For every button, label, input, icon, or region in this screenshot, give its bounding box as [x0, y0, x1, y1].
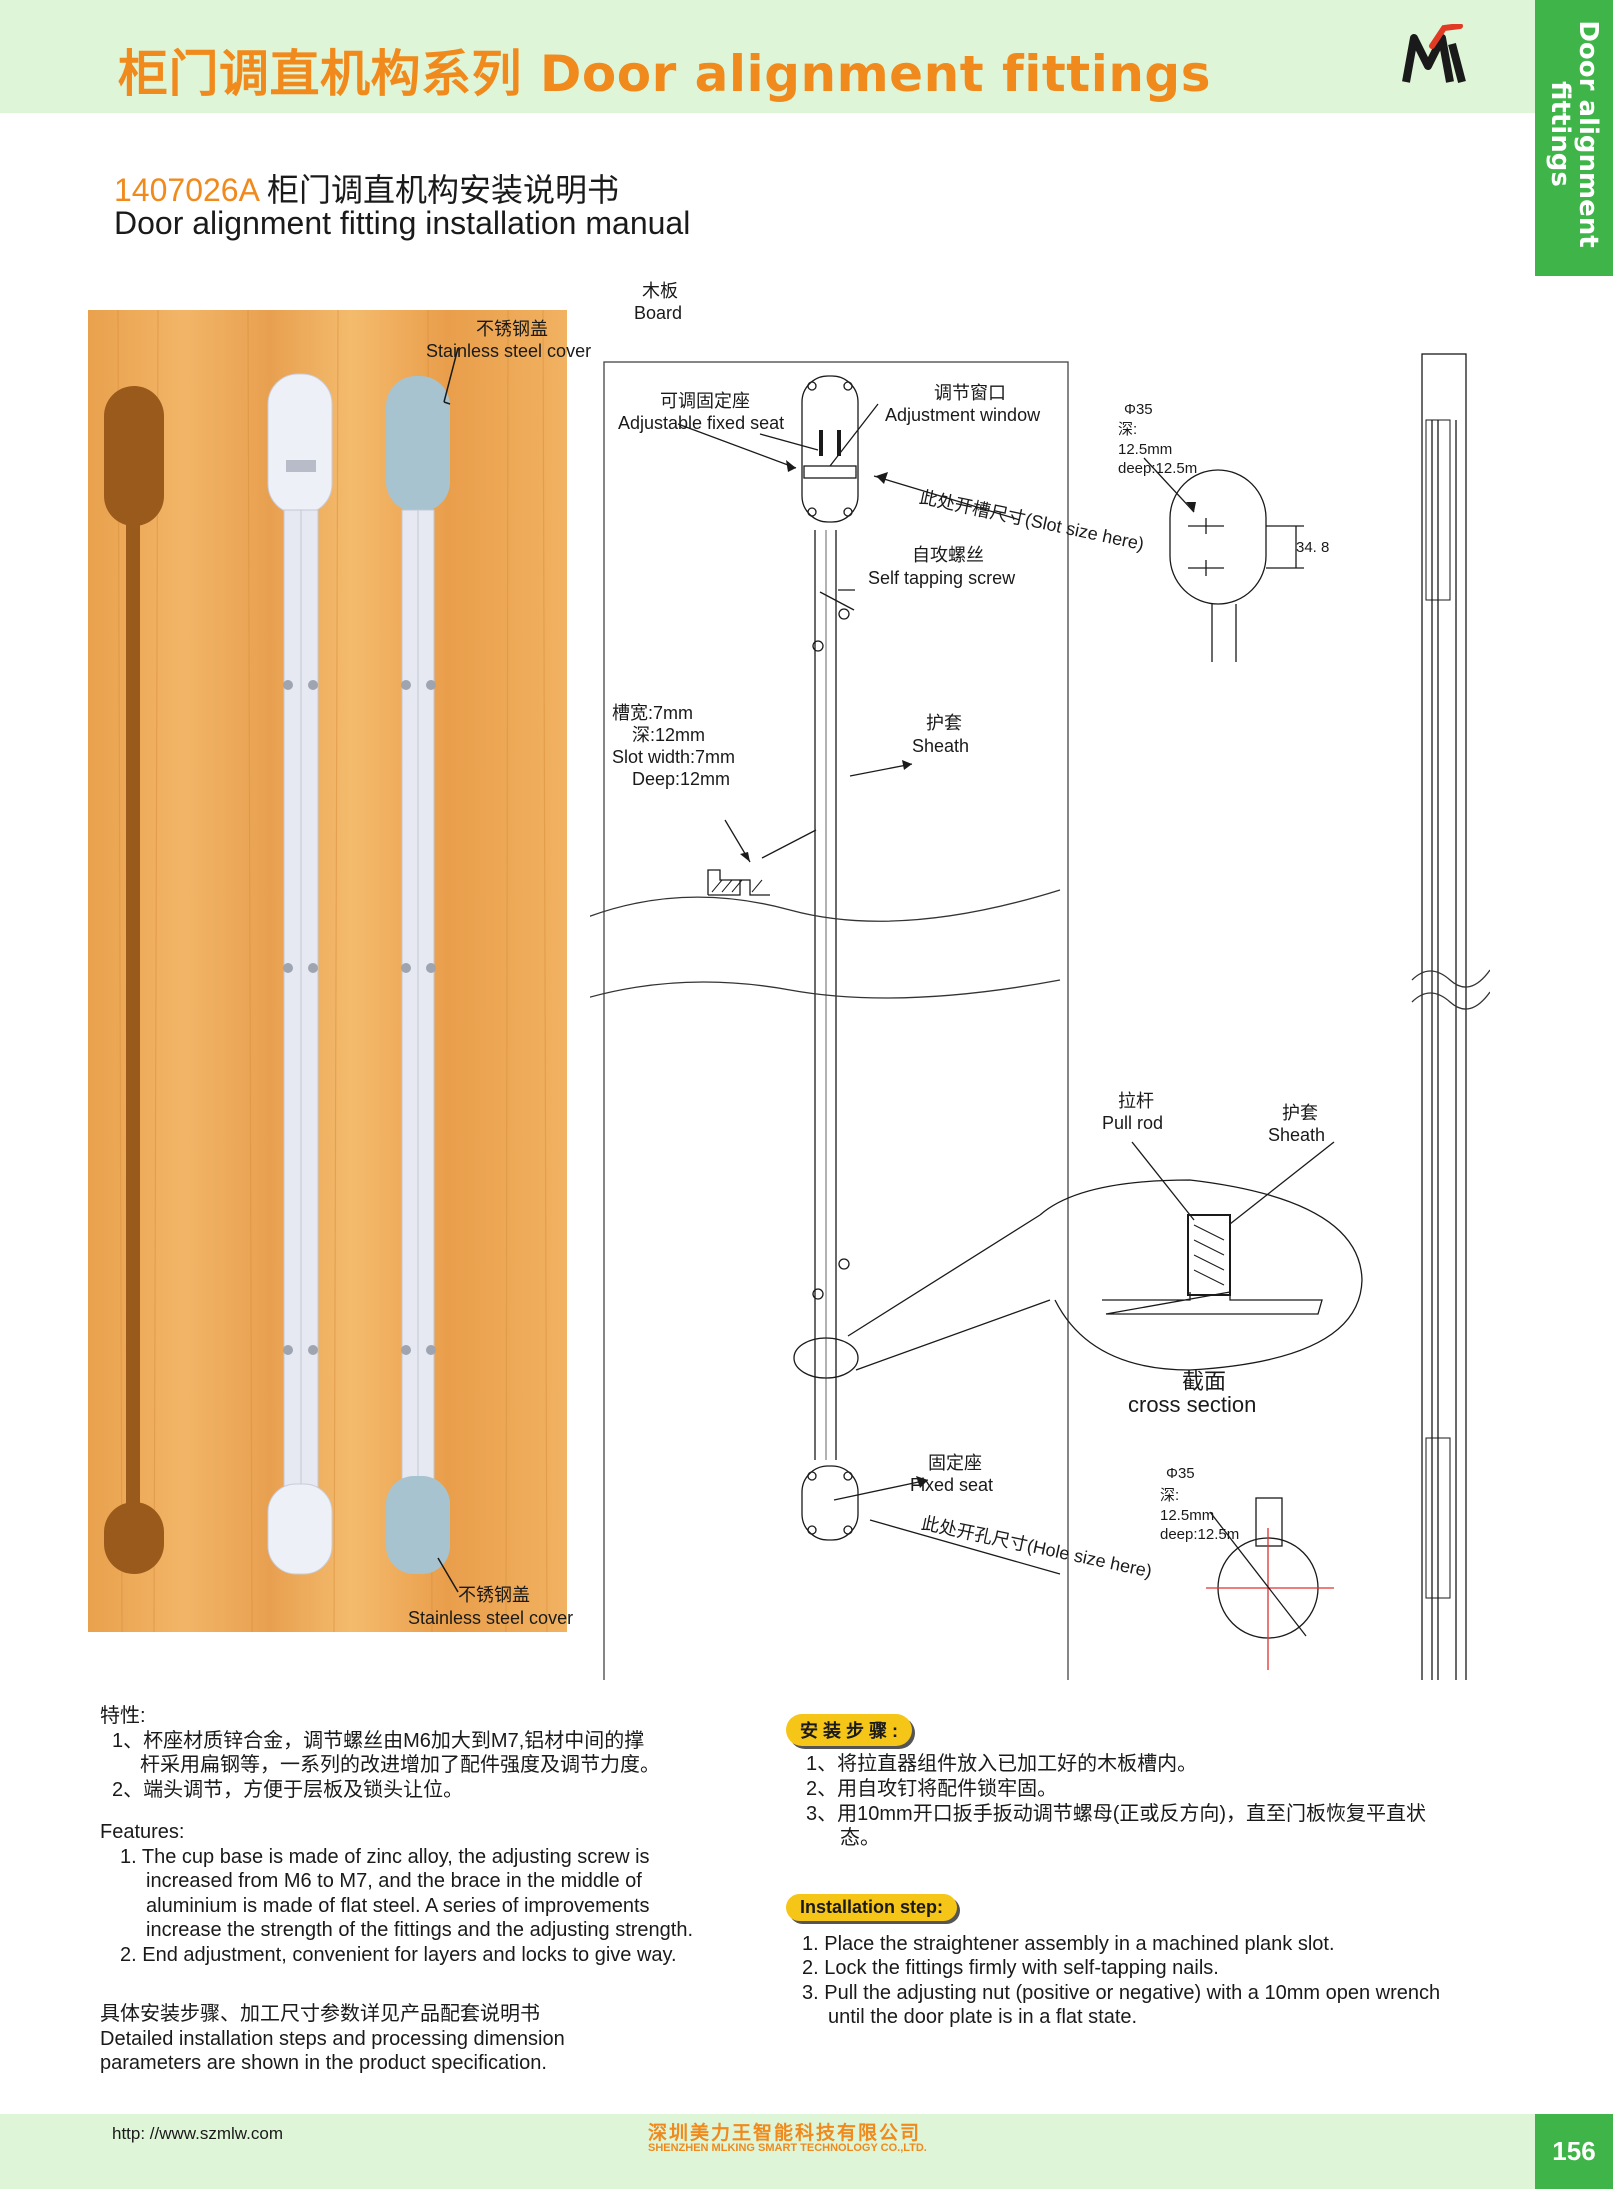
- footer-band: [0, 2114, 1535, 2189]
- adjustable-seat-label-cn: 可调固定座: [660, 391, 750, 411]
- bottom-cover-label-en: Stainless steel cover: [408, 1608, 574, 1628]
- features-cn-line: 杆采用扁钢等，一系列的改进增加了配件强度及调节力度。: [140, 1754, 660, 1776]
- board-label-en: Board: [634, 303, 683, 323]
- details-en: Detailed installation steps and processi…: [100, 2028, 565, 2050]
- fixed-seat-label-en: Fixed seat: [910, 1475, 994, 1495]
- sheath-label-cn: 护套: [926, 713, 962, 733]
- header-band: [0, 0, 1535, 113]
- company-name-cn: 深圳美力王智能科技有限公司: [648, 2123, 922, 2144]
- adjustable-seat-label-en: Adjustable fixed seat: [618, 413, 785, 433]
- side-tab-label: Door alignment fittings: [1545, 20, 1603, 248]
- slot-deep-cn: 深:12mm: [632, 725, 706, 745]
- fixed-seat-label-cn: 固定座: [928, 1453, 982, 1473]
- dimension-34-8: 34. 8: [1296, 539, 1330, 556]
- features-en-heading: Features:: [100, 1821, 185, 1843]
- website-link[interactable]: http: //www.szmlw.com: [112, 2124, 283, 2143]
- self-tapping-screw-label-cn: 自攻螺丝: [912, 545, 984, 565]
- side-tab: Door alignment fittings: [1535, 0, 1613, 276]
- install-step-en: 2. Lock the fittings firmly with self-ta…: [802, 1957, 1219, 1979]
- features-en-line: increased from M6 to M7, and the brace i…: [146, 1870, 642, 1892]
- install-step-en: until the door plate is in a flat state.: [828, 2006, 1138, 2028]
- company-name-en: SHENZHEN MLKING SMART TECHNOLOGY CO.,LTD…: [648, 2142, 927, 2154]
- features-en-line: increase the strength of the fittings an…: [146, 1919, 694, 1941]
- manual-code: 1407026A: [114, 172, 259, 208]
- sheath-label-en: Sheath: [912, 736, 970, 756]
- pull-rod-label-cn: 拉杆: [1118, 1091, 1154, 1111]
- manual-title-cn: 柜门调直机构安装说明书: [258, 172, 620, 208]
- manual-title-en: Door alignment fitting installation manu…: [114, 205, 691, 241]
- brand-logo: [1402, 24, 1466, 84]
- page-title: 柜门调直机构系列 Door alignment fittings: [118, 45, 1211, 103]
- install-step-cn: 3、用10mm开口扳手扳动调节螺母(正或反方向)，直至门板恢复平直状: [806, 1803, 1427, 1825]
- slot-deep-en: Deep:12mm: [632, 769, 731, 789]
- install-step-en: 3. Pull the adjusting nut (positive or n…: [802, 1982, 1441, 2004]
- adjustment-window-label-en: Adjustment window: [885, 405, 1041, 425]
- top-depth-en: deep:12.5m: [1118, 460, 1198, 477]
- install-step-cn: 态。: [840, 1827, 880, 1849]
- features-cn-line: 1、杯座材质锌合金，调节螺丝由M6加大到M7,铝材中间的撑: [112, 1730, 645, 1752]
- slot-width-en: Slot width:7mm: [612, 747, 736, 767]
- install-step-cn: 2、用自攻钉将配件锁牢固。: [806, 1778, 1058, 1800]
- features-en-line: 1. The cup base is made of zinc alloy, t…: [120, 1846, 650, 1868]
- sheath2-label-en: Sheath: [1268, 1125, 1326, 1145]
- pull-rod-label-en: Pull rod: [1102, 1113, 1164, 1133]
- top-diameter-label: Φ35: [1124, 401, 1153, 418]
- features-cn-heading: 特性:: [100, 1705, 146, 1727]
- manual-title-cn-line: 1407026A 柜门调直机构安装说明书: [114, 165, 619, 211]
- slot-width-cn: 槽宽:7mm: [612, 703, 693, 723]
- details-en: parameters are shown in the product spec…: [100, 2052, 547, 2074]
- sheath2-label-cn: 护套: [1282, 1103, 1318, 1123]
- install-steps-en-badge: Installation step:: [786, 1894, 958, 1921]
- features-en-line: aluminium is made of flat steel. A serie…: [146, 1895, 650, 1917]
- features-en-line: 2. End adjustment, convenient for layers…: [120, 1944, 677, 1966]
- top-cover-label-en: Stainless steel cover: [426, 341, 592, 361]
- bottom-depth-en: deep:12.5m: [1160, 1526, 1240, 1543]
- bottom-depth-cn: 深:: [1160, 1487, 1180, 1504]
- bottom-diameter-label: Φ35: [1166, 1465, 1195, 1482]
- install-step-en: 1. Place the straightener assembly in a …: [802, 1933, 1335, 1955]
- cross-section-label-cn: 截面: [1182, 1369, 1227, 1394]
- top-depth-cn: 深:: [1118, 421, 1138, 438]
- top-depth-mm: 12.5mm: [1118, 441, 1173, 458]
- bottom-cover-label-cn: 不锈钢盖: [458, 1585, 530, 1605]
- install-steps-cn-badge: 安 装 步 骤 :: [786, 1714, 912, 1746]
- install-step-cn: 1、将拉直器组件放入已加工好的木板槽内。: [806, 1753, 1198, 1775]
- cross-section-label-en: cross section: [1128, 1392, 1257, 1417]
- product-photo-drawing: [104, 310, 548, 1632]
- board-label-cn: 木板: [642, 281, 678, 301]
- technical-drawing: [590, 353, 1490, 1680]
- adjustment-window-label-cn: 调节窗口: [934, 383, 1006, 403]
- product-photo: 不锈钢盖 Stainless steel cover 不锈钢盖 Stainles…: [88, 310, 591, 1632]
- page-number: 156: [1535, 2114, 1613, 2189]
- features-cn-line: 2、端头调节，方便于层板及锁头让位。: [112, 1779, 464, 1801]
- bottom-depth-mm: 12.5mm: [1160, 1507, 1215, 1524]
- self-tapping-screw-label-en: Self tapping screw: [868, 568, 1016, 588]
- top-cover-label-cn: 不锈钢盖: [476, 319, 548, 339]
- details-cn: 具体安装步骤、加工尺寸参数详见产品配套说明书: [100, 2003, 540, 2025]
